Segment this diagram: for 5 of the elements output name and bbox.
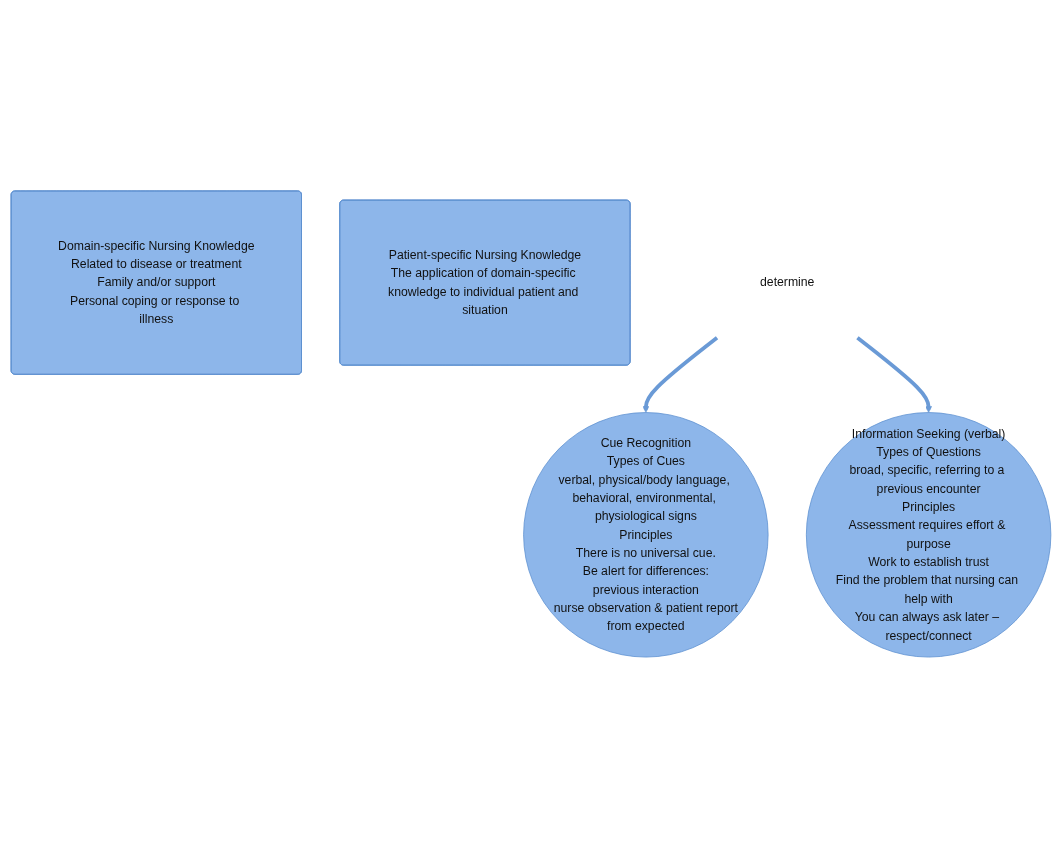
node-circle: Cue Recognition Types of Cues verbal, physical/body language, behavioral, environmental, physiological signs Principles There is no universal cue. Be alert for differences: previous interaction nurse observation & patient report from expected <box>523 411 769 657</box>
arrow <box>856 335 932 413</box>
node-text: determine <box>760 275 815 289</box>
arrow <box>642 335 719 413</box>
node-circle: Information Seeking (verbal) Types of Questions broad, specific, referring to a previous encounter Principles Assessment requires effort & purpose Work to establish trust Find the problem that nursing can help with You can always ask later – respect/connect <box>805 411 1052 657</box>
